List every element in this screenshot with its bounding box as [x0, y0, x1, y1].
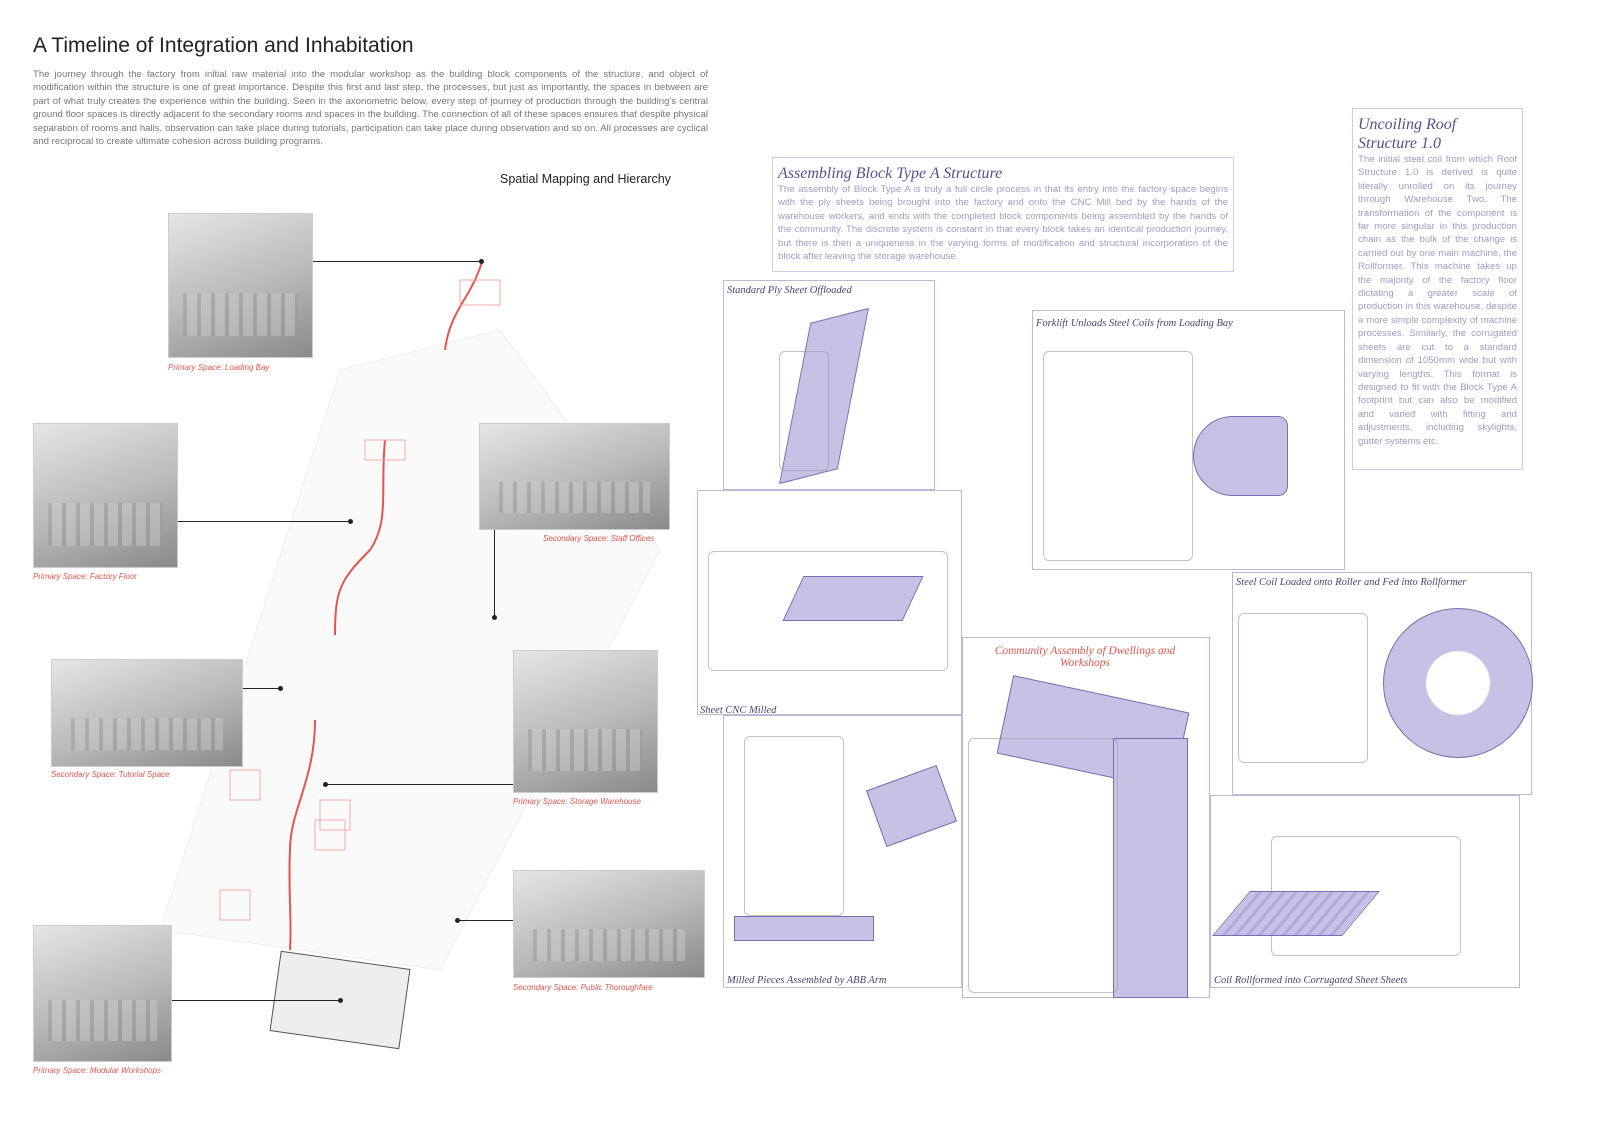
panel-forklift: [1032, 310, 1345, 570]
label-cnc-milled: Sheet CNC Milled: [700, 705, 777, 716]
photo-loading-bay: [168, 213, 313, 358]
caption-factory-floor: Primary Space: Factory Floor: [33, 572, 138, 581]
caption-public-thoroughfare: Secondary Space: Public Thoroughfare: [513, 983, 653, 992]
panel-cnc-milled: [697, 490, 962, 715]
photo-factory-floor: [33, 423, 178, 568]
intro-text: The journey through the factory from ini…: [33, 69, 708, 148]
photo-storage-warehouse: [513, 650, 658, 793]
photo-public-thoroughfare: [513, 870, 705, 978]
label-ply-sheet: Standard Ply Sheet Offloaded: [727, 285, 852, 296]
photo-staff-offices: [479, 423, 670, 530]
roof-textbox: Uncoiling Roof Structure 1.0 The initial…: [1352, 108, 1523, 470]
section-subtitle: Spatial Mapping and Hierarchy: [500, 172, 671, 186]
label-abb-arm: Milled Pieces Assembled by ABB Arm: [727, 975, 887, 986]
caption-tutorial-space: Secondary Space: Tutorial Space: [51, 770, 170, 779]
caption-staff-offices: Secondary Space: Staff Offices: [543, 534, 655, 543]
roof-body: The initial steel coil from which Roof S…: [1358, 154, 1517, 447]
caption-modular-workshops: Primary Space: Modular Workshops: [33, 1066, 162, 1075]
photo-modular-workshops: [33, 925, 172, 1062]
roof-heading: Uncoiling Roof Structure 1.0: [1358, 116, 1457, 152]
panel-rollformed: [1210, 795, 1520, 988]
panel-steel-coil: [1232, 572, 1533, 795]
label-steel-coil: Steel Coil Loaded onto Roller and Fed in…: [1236, 577, 1467, 588]
caption-loading-bay: Primary Space: Loading Bay: [168, 363, 270, 372]
panel-ply-sheet: [723, 280, 935, 490]
label-rollformed: Coil Rollformed into Corrugated Sheet Sh…: [1214, 975, 1408, 986]
photo-tutorial-space: [51, 659, 243, 767]
page-title: A Timeline of Integration and Inhabitati…: [33, 34, 414, 57]
block-heading: Assembling Block Type A Structure: [778, 165, 1003, 182]
panel-community-assembly: [962, 637, 1210, 998]
block-body: The assembly of Block Type A is truly a …: [778, 184, 1228, 263]
label-community-assembly: Community Assembly of Dwellings and Work…: [994, 645, 1176, 669]
label-forklift: Forklift Unloads Steel Coils from Loadin…: [1036, 318, 1233, 329]
caption-storage-warehouse: Primary Space: Storage Warehouse: [513, 797, 641, 806]
panel-abb-arm: [723, 715, 962, 988]
block-type-a-textbox: Assembling Block Type A Structure The as…: [772, 157, 1234, 272]
